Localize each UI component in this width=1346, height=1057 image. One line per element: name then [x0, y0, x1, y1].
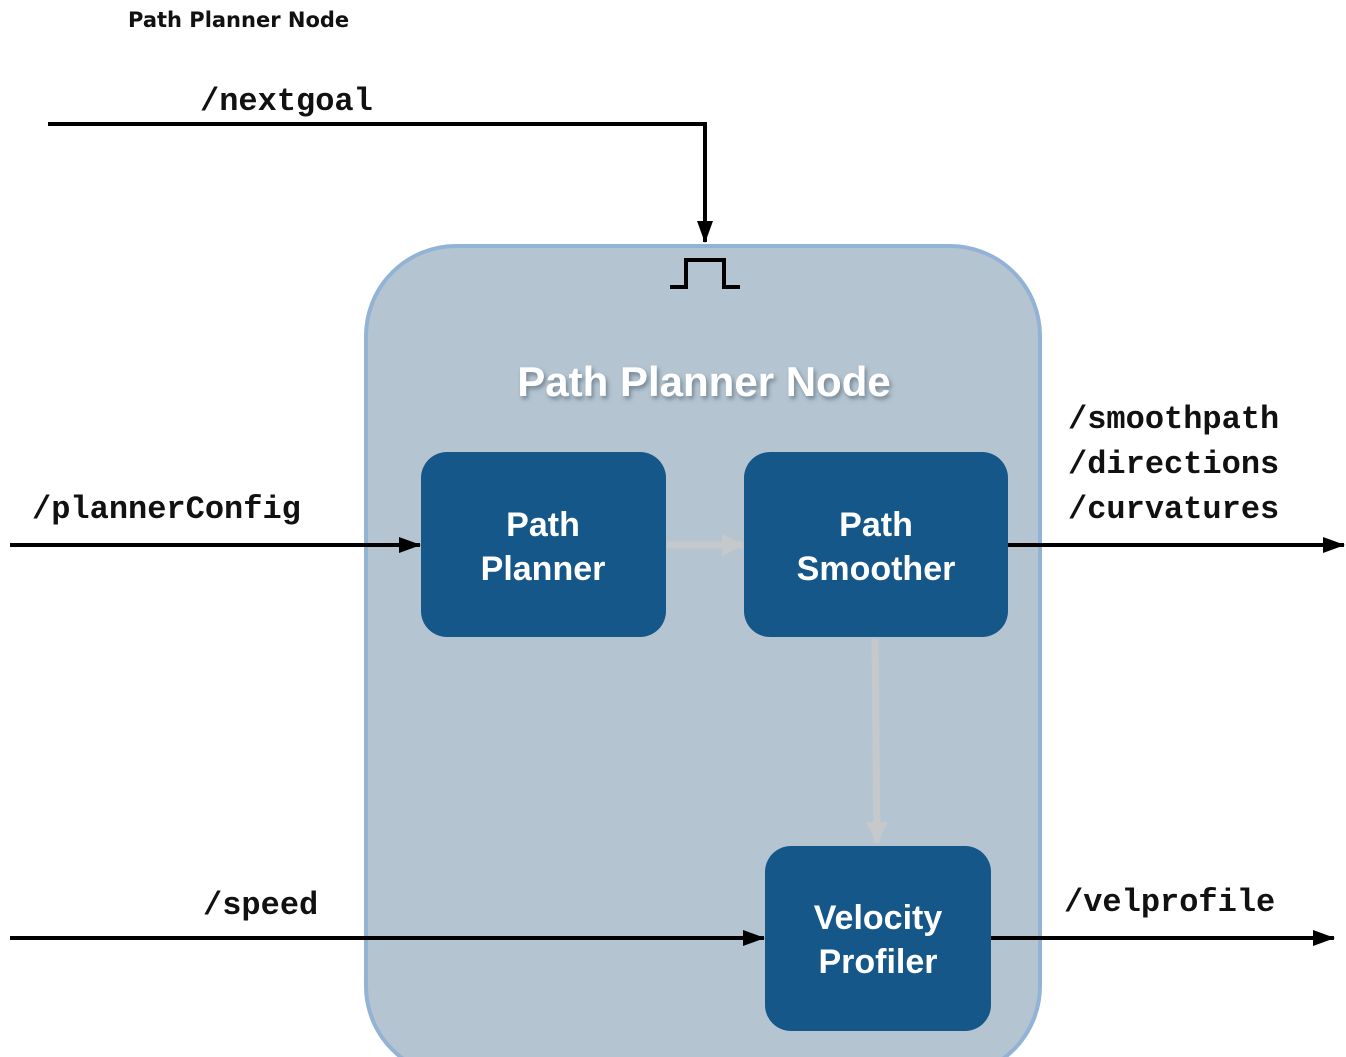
smoother-to-profiler-arrow: [865, 638, 888, 844]
nextgoal-signal-line: [48, 122, 713, 243]
plannerconfig-label: /plannerConfig: [32, 491, 301, 528]
nextgoal-label: /nextgoal: [200, 83, 373, 120]
speed-label: /speed: [203, 887, 318, 924]
path-planner-label-line2: Planner: [481, 550, 606, 588]
velocity-profiler-label-line1: Velocity: [814, 899, 943, 937]
path-smoother-label-line1: Path: [839, 506, 913, 544]
page-heading: Path Planner Node: [128, 8, 350, 32]
directions-label: /directions: [1068, 446, 1279, 483]
node-title: Path Planner Node: [517, 358, 890, 405]
path-smoother-block: Path Smoother: [744, 452, 1008, 637]
curvatures-label: /curvatures: [1068, 491, 1279, 528]
velocity-profiler-label-line2: Profiler: [818, 943, 937, 981]
velocity-profiler-block: Velocity Profiler: [765, 846, 991, 1031]
smoothpath-label: /smoothpath: [1068, 401, 1279, 438]
rising-pulse-icon: [670, 258, 740, 289]
path-planner-block: Path Planner: [421, 452, 666, 637]
path-planner-label-line1: Path: [506, 506, 580, 544]
path-smoother-label-line2: Smoother: [797, 550, 956, 588]
velprofile-label: /velprofile: [1064, 884, 1275, 921]
